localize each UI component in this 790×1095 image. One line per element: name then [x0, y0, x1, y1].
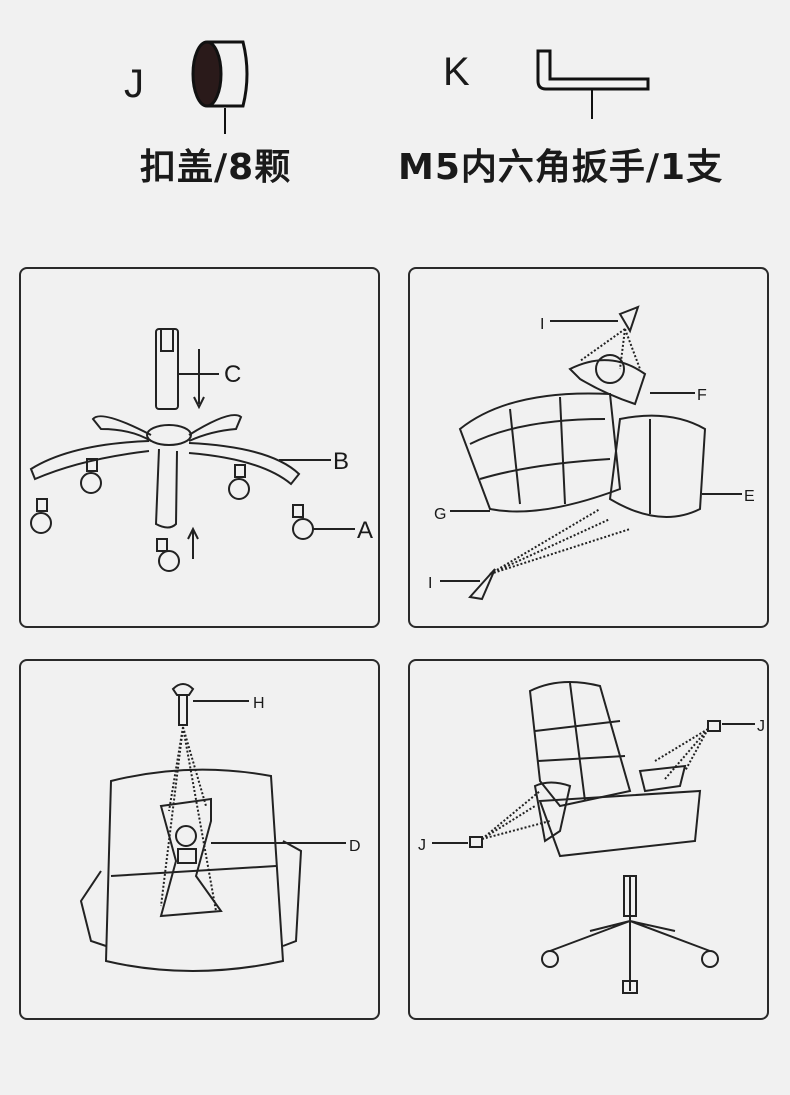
- chair-seat: [538, 789, 702, 858]
- screw-bottom: [468, 568, 496, 601]
- armrest-right: [638, 764, 687, 793]
- bolt-h: [171, 683, 195, 696]
- chair-base: [549, 920, 711, 971]
- cap-j-right: [707, 720, 721, 732]
- armrest-left: [533, 781, 572, 843]
- seat-underside: [104, 768, 285, 972]
- part-caption-k: M5内六角扳手/1支: [398, 147, 724, 188]
- label-j-right: J: [757, 718, 765, 735]
- mechanism-plate-d: [159, 797, 223, 918]
- label-c: C: [224, 361, 241, 388]
- base-assembly-diagram: B C A: [29, 328, 373, 572]
- label-j-left: J: [418, 837, 426, 854]
- cap-icon: [191, 40, 249, 134]
- seat: [608, 414, 707, 518]
- label-a: A: [357, 517, 373, 544]
- gas-lift-cylinder: [155, 328, 179, 410]
- mechanism-assembly-diagram: H D: [79, 683, 361, 972]
- cap-installation-diagram: J J: [418, 681, 765, 994]
- caster-wheels: [30, 458, 314, 572]
- step-3-panel: H D: [19, 659, 380, 1020]
- label-e: E: [744, 488, 755, 505]
- hex-wrench-icon: [536, 49, 650, 119]
- label-b: B: [333, 448, 349, 475]
- label-h: H: [253, 695, 265, 712]
- backrest: [458, 392, 622, 513]
- label-f: F: [697, 387, 707, 404]
- label-i-top: I: [540, 316, 544, 333]
- label-g: G: [434, 506, 446, 523]
- step-1-panel: B C A: [19, 267, 380, 628]
- backrest-assembly-diagram: I F E G I: [428, 305, 755, 601]
- cap-j-left: [469, 836, 483, 848]
- label-i-bottom: I: [428, 575, 432, 592]
- step-2-panel: I F E G I: [408, 267, 769, 628]
- step-4-panel: J J: [408, 659, 769, 1020]
- screw-top: [618, 305, 640, 334]
- label-d: D: [349, 838, 361, 855]
- part-letter-j: J: [124, 62, 144, 106]
- base-hub: [146, 424, 192, 446]
- part-letter-k: K: [443, 50, 470, 94]
- chair-back: [528, 681, 632, 808]
- part-caption-j: 扣盖/8颗: [140, 147, 292, 188]
- armrest-bracket: [568, 359, 647, 406]
